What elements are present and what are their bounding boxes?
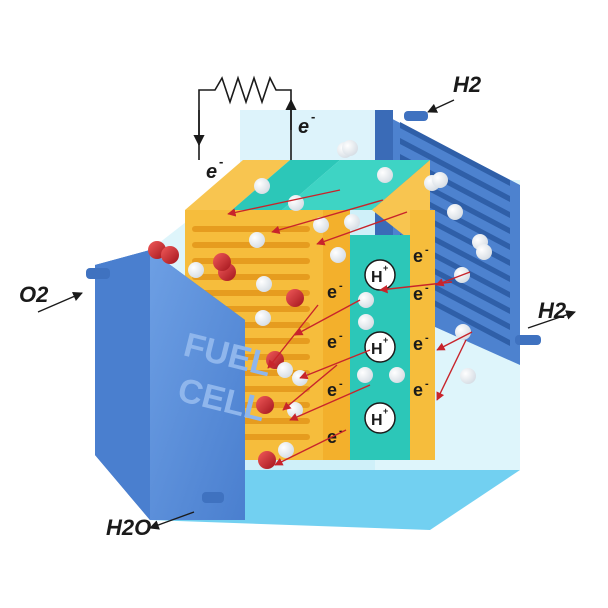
hydrogen-molecule — [254, 178, 270, 194]
circuit-electron-left: e — [206, 161, 217, 183]
proton-1: H + — [364, 259, 396, 291]
anode-electron-sup: - — [425, 378, 429, 390]
reaction-arrow — [282, 364, 338, 411]
anode-electrode — [410, 210, 435, 460]
o2-inlet-label: O2 — [19, 282, 49, 307]
anode-electron-sup: - — [425, 282, 429, 294]
reaction-arrow — [274, 429, 347, 466]
svg-text:H: H — [371, 341, 383, 358]
cathode-electron-sup: - — [339, 425, 343, 437]
oxygen-molecule — [161, 246, 179, 264]
proton-3: H + — [364, 402, 396, 434]
hydrogen-molecule — [389, 367, 405, 383]
hydrogen-molecule — [455, 324, 471, 340]
cathode-port-in — [86, 268, 110, 279]
hydrogen-molecule — [476, 244, 492, 260]
anode-channel — [400, 138, 510, 202]
hydrogen-molecule — [278, 442, 294, 458]
hydrogen-molecule — [358, 314, 374, 330]
reaction-arrows — [227, 189, 473, 466]
svg-text:H: H — [371, 412, 383, 429]
anode-electron-sup: - — [425, 244, 429, 256]
anode-port-in — [404, 111, 428, 121]
reaction-arrow — [227, 189, 341, 217]
h2-outlet-label: H2 — [538, 298, 567, 323]
gas-labels: H2 H2 O2 H2O — [19, 72, 576, 540]
anode-electron: e — [413, 246, 423, 266]
anode-electron: e — [413, 380, 423, 400]
hydrogen-molecule — [377, 167, 393, 183]
hydrogen-molecule — [330, 247, 346, 263]
reaction-arrow — [316, 211, 408, 246]
reaction-arrow — [436, 339, 467, 401]
proton-group: H + H + H + — [364, 259, 396, 434]
svg-text:+: + — [383, 335, 388, 345]
hydrogen-molecule — [342, 140, 358, 156]
h2-inlet-label: H2 — [453, 72, 482, 97]
anode-channel — [400, 122, 510, 186]
hydrogen-molecule — [188, 262, 204, 278]
reaction-arrow — [267, 304, 319, 369]
h2o-outlet-label: H2O — [106, 515, 151, 540]
hydrogen-molecule — [249, 232, 265, 248]
oxygen-molecule — [213, 253, 231, 271]
cathode-electron: e — [327, 332, 337, 352]
anode-electron: e — [413, 334, 423, 354]
hydrogen-molecule — [255, 310, 271, 326]
svg-text:+: + — [383, 406, 388, 416]
hydrogen-molecule — [344, 214, 360, 230]
svg-text:+: + — [383, 263, 388, 273]
reaction-arrow — [379, 281, 453, 294]
hydrogen-molecule — [358, 292, 374, 308]
oxygen-molecule — [286, 289, 304, 307]
oxygen-molecule — [258, 451, 276, 469]
circuit-electron-right-sup: - — [311, 109, 315, 124]
reaction-arrow — [294, 299, 361, 336]
anode-port-out — [515, 335, 541, 345]
cathode-channel — [192, 274, 310, 280]
cathode-port-out — [202, 492, 224, 503]
hydrogen-molecule — [447, 204, 463, 220]
cathode-electron-sup: - — [339, 330, 343, 342]
circuit-electron-left-sup: - — [219, 154, 223, 169]
cathode-channel — [192, 290, 310, 296]
hydrogen-molecule — [460, 368, 476, 384]
cathode-electron-sup: - — [339, 378, 343, 390]
reaction-arrow — [299, 349, 371, 380]
reaction-arrow — [271, 199, 384, 234]
hydrogen-molecule — [357, 367, 373, 383]
external-circuit: e - e - — [193, 75, 315, 183]
reaction-arrow — [436, 331, 473, 351]
hydrogen-molecule — [256, 276, 272, 292]
reaction-arrow — [289, 384, 371, 421]
hydrogen-molecule — [277, 362, 293, 378]
resistor-wire — [198, 75, 292, 160]
hydrogen-molecule — [432, 172, 448, 188]
circuit-electron-right: e — [298, 116, 309, 138]
anode-electron-sup: - — [425, 332, 429, 344]
proton-2: H + — [364, 331, 396, 363]
cathode-channel — [192, 226, 310, 232]
cathode-plate: FUEL CELL — [95, 250, 275, 520]
cathode-electron: e — [327, 380, 337, 400]
cathode-channel — [192, 258, 310, 264]
svg-text:H: H — [371, 269, 383, 286]
electrolyte-top — [232, 160, 340, 210]
hydrogen-molecule — [313, 217, 329, 233]
anode-electron: e — [413, 284, 423, 304]
hydrogen-molecule — [288, 195, 304, 211]
cathode-electron-sup: - — [339, 280, 343, 292]
cathode-electron: e — [327, 282, 337, 302]
oxygen-molecule — [256, 396, 274, 414]
